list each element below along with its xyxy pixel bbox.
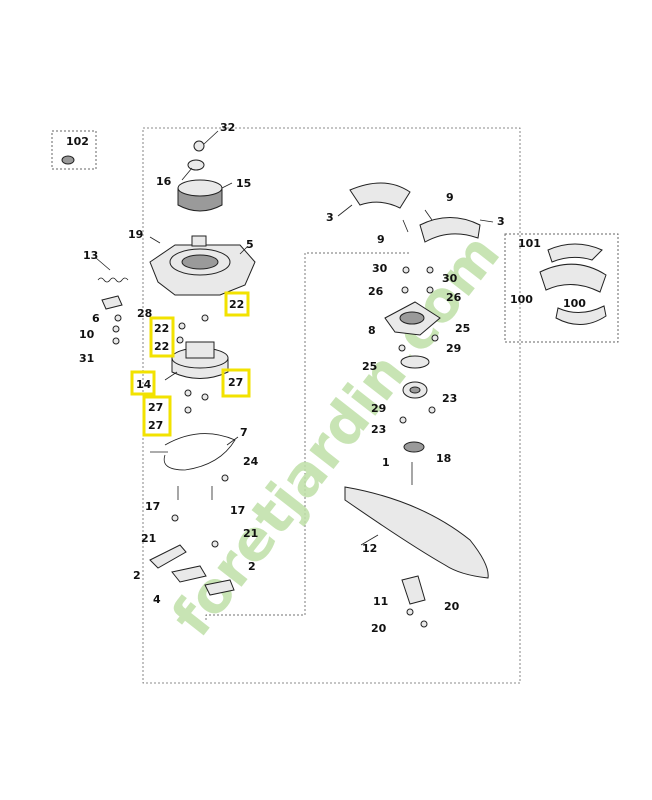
part-27	[201, 393, 209, 401]
part-25	[398, 344, 406, 352]
part-100-lower	[555, 305, 607, 325]
label-29-a: 29	[446, 342, 461, 355]
label-30-a: 30	[372, 262, 388, 275]
label-23-a: 23	[442, 392, 457, 405]
part-101	[547, 243, 603, 263]
label-27-a: 27	[228, 376, 243, 389]
label-101: 101	[518, 237, 541, 250]
label-3-b: 3	[497, 215, 505, 228]
part-7	[163, 433, 236, 471]
part-1	[403, 441, 425, 453]
label-21-b: 21	[243, 527, 258, 540]
label-26-a: 26	[368, 285, 384, 298]
part-22	[201, 314, 209, 322]
part-10	[112, 325, 120, 333]
label-20-a: 20	[444, 600, 460, 613]
label-20-b: 20	[371, 622, 387, 635]
label-30-b: 30	[442, 272, 458, 285]
label-13: 13	[83, 249, 98, 262]
part-13	[97, 277, 129, 283]
part-100-upper	[539, 263, 607, 293]
part-9	[402, 219, 409, 233]
part-3-left	[349, 182, 411, 209]
inset-box-100-101	[504, 233, 619, 343]
part-11	[401, 575, 426, 605]
label-22-a: 22	[229, 298, 244, 311]
label-7: 7	[240, 426, 248, 439]
highlight-22-a	[224, 291, 250, 317]
label-17-a: 17	[145, 500, 160, 513]
highlight-27-a	[221, 368, 251, 398]
label-23-b: 23	[371, 423, 386, 436]
highlight-14	[130, 370, 156, 396]
part-32	[193, 140, 205, 152]
label-2-b: 2	[248, 560, 256, 573]
part-24	[221, 474, 229, 482]
label-29-b: 29	[371, 402, 386, 415]
label-9-a: 9	[446, 191, 454, 204]
label-24: 24	[243, 455, 259, 468]
label-102: 102	[66, 135, 89, 148]
label-100-a: 100	[510, 293, 533, 306]
part-30	[402, 266, 410, 274]
part-16	[187, 159, 205, 171]
label-22-b: 22	[154, 322, 169, 335]
label-10: 10	[79, 328, 95, 341]
label-4: 4	[153, 593, 161, 606]
part-12	[344, 486, 489, 579]
part-26	[401, 286, 409, 294]
label-12: 12	[362, 542, 377, 555]
label-17-b: 17	[230, 504, 245, 517]
part-28	[114, 314, 122, 322]
part-102	[61, 155, 75, 165]
part-21	[171, 514, 179, 522]
label-25-a: 25	[455, 322, 470, 335]
label-14: 14	[136, 378, 152, 391]
highlight-27-bc	[142, 395, 172, 437]
label-6: 6	[92, 312, 100, 325]
label-8: 8	[368, 324, 376, 337]
leader-frame-right	[205, 252, 410, 620]
label-27-c: 27	[148, 419, 163, 432]
label-1: 1	[382, 456, 390, 469]
label-28: 28	[137, 307, 152, 320]
label-18: 18	[436, 452, 451, 465]
label-31: 31	[79, 352, 94, 365]
part-102-box	[51, 130, 97, 170]
label-21-a: 21	[141, 532, 156, 545]
part-6	[101, 295, 123, 310]
label-9-b: 9	[377, 233, 385, 246]
label-15: 15	[236, 177, 251, 190]
label-3-a: 3	[326, 211, 334, 224]
part-3-right	[419, 217, 481, 243]
part-31	[112, 337, 120, 345]
label-22-c: 22	[154, 340, 169, 353]
part-23	[399, 416, 407, 424]
label-11: 11	[373, 595, 388, 608]
label-32: 32	[220, 121, 235, 134]
label-100-b: 100	[563, 297, 586, 310]
highlight-22-bc	[149, 316, 175, 358]
label-5: 5	[246, 238, 254, 251]
assembly-frame	[142, 127, 521, 684]
label-26-b: 26	[446, 291, 462, 304]
part-29	[400, 355, 430, 369]
part-20	[406, 608, 414, 616]
label-27-b: 27	[148, 401, 163, 414]
label-2-a: 2	[133, 569, 141, 582]
label-16: 16	[156, 175, 172, 188]
label-19: 19	[128, 228, 143, 241]
label-25-b: 25	[362, 360, 377, 373]
part-2	[149, 544, 187, 569]
part-4	[171, 565, 207, 583]
